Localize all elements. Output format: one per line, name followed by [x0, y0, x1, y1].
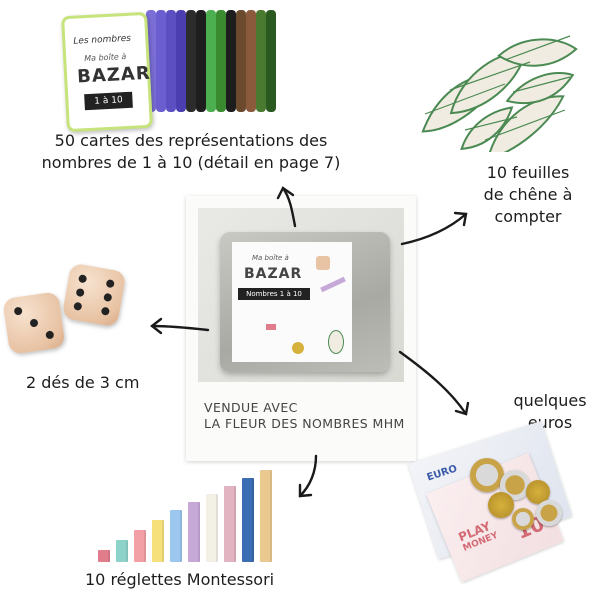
arrow-to-rods [298, 454, 318, 498]
cards-label: 50 cartes des représentations des nombre… [41, 131, 341, 172]
tin-box: Ma boîte à BAZAR Nombres 1 à 10 [220, 232, 390, 372]
arrow-to-money [398, 350, 470, 416]
arrow-to-leaves [400, 211, 468, 246]
arrow-to-cards [276, 186, 297, 228]
polaroid-caption: VENDUE AVEC LA FLEUR DES NOMBRES MHM [204, 400, 405, 431]
tin-card: Ma boîte à BAZAR Nombres 1 à 10 [232, 242, 352, 362]
card-deck-image: Les nombres Ma boîte à BAZAR 1 à 10 [60, 10, 290, 133]
tin-box-photo: Ma boîte à BAZAR Nombres 1 à 10 VENDUE A… [186, 196, 416, 461]
dice-label: 2 dés de 3 cm [26, 373, 140, 392]
rods-label: 10 réglettes Montessori [85, 570, 275, 589]
photo-area: Ma boîte à BAZAR Nombres 1 à 10 [198, 208, 404, 382]
arrow-to-dice [150, 317, 210, 335]
oak-leaves-image [421, 35, 578, 152]
leaves-label: 10 feuilles de chêne à compter [483, 163, 573, 226]
montessori-rods-image [90, 470, 290, 565]
